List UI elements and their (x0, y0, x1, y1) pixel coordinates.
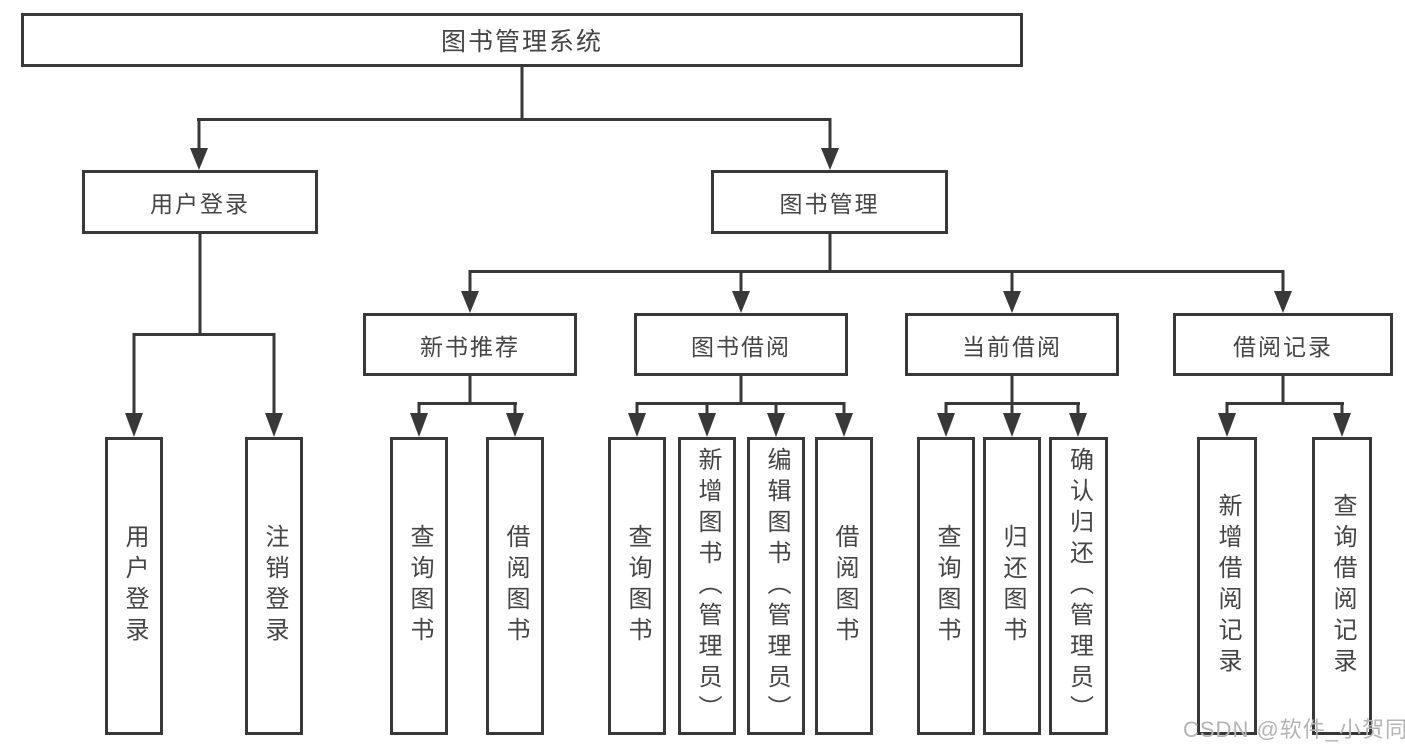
connector-drop-section (739, 270, 743, 292)
arrow-down-icon (698, 413, 716, 437)
connector-drop-section (468, 270, 472, 292)
arrow-down-icon (189, 148, 208, 170)
leaf-current-query-books: 查询图书 (917, 437, 975, 735)
connector-section-hbar (418, 402, 517, 405)
node-label: 图书管理系统 (440, 28, 603, 56)
arrow-down-icon (1003, 413, 1021, 437)
arrow-down-icon (835, 413, 853, 437)
leaf-borrow-borrow-books: 借阅图书 (815, 437, 873, 735)
connector-section-hbar (636, 402, 845, 405)
connector-drop-leaf (842, 402, 846, 415)
arrow-down-icon (1003, 291, 1021, 313)
leaf-label: 新增图书（管理员） (694, 446, 721, 726)
arrow-down-icon (461, 291, 479, 313)
connector-root-hbar (197, 118, 831, 121)
node-current-borrowing: 当前借阅 (905, 313, 1119, 376)
node-label: 用户登录 (150, 191, 250, 217)
leaf-label: 查询图书 (624, 524, 651, 648)
leaf-borrow-query-books: 查询图书 (608, 437, 666, 735)
csdn-watermark: CSDN @软件_小贺同学 (1183, 717, 1405, 742)
leaf-label: 查询图书 (406, 524, 433, 648)
connector-section-stub (1281, 376, 1285, 403)
connector-root-stub (520, 66, 524, 120)
arrow-down-icon (767, 413, 785, 437)
connector-drop-leaf (272, 333, 276, 414)
arrow-down-icon (628, 413, 646, 437)
leaf-current-return-books: 归还图书 (983, 437, 1041, 735)
connector-drop-leaf (513, 402, 517, 415)
leaf-label: 新增借阅记录 (1214, 493, 1241, 679)
connector-drop-section (1010, 270, 1014, 292)
arrow-down-icon (732, 291, 750, 313)
connector-drop-leaf (1340, 402, 1344, 415)
connector-user-login-hbar (133, 333, 275, 336)
leaf-label: 借阅图书 (831, 524, 858, 648)
arrow-down-icon (1069, 413, 1087, 437)
connector-drop-leaf (417, 402, 421, 415)
leaf-label: 确认归还（管理员） (1065, 446, 1093, 726)
node-new-book-recommend: 新书推荐 (363, 313, 577, 376)
leaf-label: 注销登录 (261, 524, 288, 648)
node-library-management-system: 图书管理系统 (21, 13, 1023, 67)
arrow-down-icon (506, 413, 524, 437)
connector-section-stub (1010, 376, 1014, 403)
leaf-label: 查询图书 (933, 524, 960, 648)
node-book-management: 图书管理 (711, 170, 948, 234)
connector-drop-leaf (944, 402, 948, 415)
node-label: 借阅记录 (1233, 333, 1333, 360)
node-user-login: 用户登录 (82, 170, 318, 234)
leaf-label: 借阅图书 (502, 524, 529, 648)
leaf-records-query-record: 查询借阅记录 (1312, 437, 1372, 735)
connector-user-login-stub (198, 234, 202, 334)
connector-drop-leaf (1010, 402, 1014, 415)
node-label: 图书借阅 (691, 333, 791, 360)
arrow-down-icon (937, 413, 955, 437)
connector-drop-leaf (774, 402, 778, 415)
connector-drop-leaf (635, 402, 639, 415)
connector-drop-book-management (828, 118, 831, 150)
connector-book-management-hbar (469, 270, 1284, 273)
arrow-down-icon (820, 148, 839, 170)
node-label: 当前借阅 (962, 333, 1062, 360)
node-label: 图书管理 (779, 191, 880, 217)
arrow-down-icon (1333, 413, 1351, 437)
connector-drop-leaf (1225, 402, 1229, 415)
node-label: 新书推荐 (420, 333, 520, 360)
leaf-records-add-record: 新增借阅记录 (1197, 437, 1257, 735)
leaf-newrec-query-books: 查询图书 (390, 437, 448, 735)
leaf-logout: 注销登录 (245, 437, 303, 735)
arrow-down-icon (265, 413, 283, 437)
connector-drop-leaf (132, 333, 136, 414)
connector-drop-leaf (1076, 402, 1080, 415)
leaf-newrec-borrow-books: 借阅图书 (486, 437, 544, 735)
arrow-down-icon (410, 413, 428, 437)
connector-section-hbar (1226, 402, 1344, 405)
leaf-label: 查询借阅记录 (1329, 493, 1356, 679)
leaf-label: 编辑图书（管理员） (763, 446, 790, 726)
connector-drop-user-login (197, 118, 200, 150)
leaf-current-confirm-return-admin: 确认归还（管理员） (1049, 437, 1108, 735)
leaf-user-login: 用户登录 (105, 437, 163, 735)
leaf-borrow-edit-books-admin: 编辑图书（管理员） (747, 437, 805, 735)
connector-section-stub (468, 376, 472, 403)
connector-drop-section (1281, 270, 1285, 292)
leaf-label: 用户登录 (121, 524, 148, 648)
node-book-borrowing: 图书借阅 (634, 313, 848, 376)
arrow-down-icon (1218, 413, 1236, 437)
connector-drop-leaf (705, 402, 709, 415)
connector-book-management-stub (828, 234, 831, 272)
node-borrowing-records: 借阅记录 (1173, 313, 1393, 376)
arrow-down-icon (1274, 291, 1292, 313)
connector-section-stub (739, 376, 743, 403)
arrow-down-icon (125, 413, 143, 437)
leaf-label: 归还图书 (999, 524, 1026, 648)
leaf-borrow-add-books-admin: 新增图书（管理员） (678, 437, 736, 735)
